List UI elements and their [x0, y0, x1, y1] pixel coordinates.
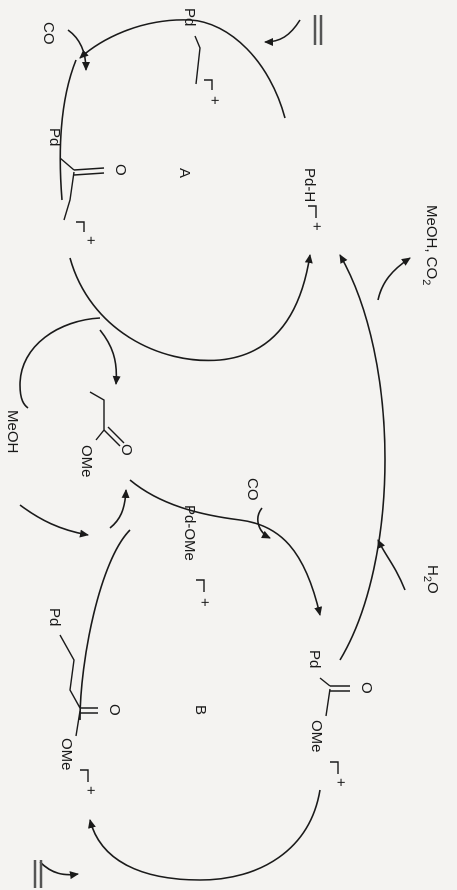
charge-sign: +: [206, 96, 223, 105]
pd-label: Pd: [181, 8, 198, 26]
oxygen-label: O: [358, 682, 375, 694]
alkyl-ester-bonds: [75, 710, 81, 737]
byproducts-label: MeOH, CO2: [420, 205, 440, 285]
charge-bracket: [330, 761, 339, 774]
alkyl-ester-bonds: [59, 634, 81, 709]
carbonyl-double-bond: [73, 167, 105, 171]
water-label: H2O: [421, 565, 441, 594]
cycle-b-arrow-right: [88, 789, 321, 881]
byproducts-out: [377, 257, 411, 301]
methoxy-label: OMe: [58, 738, 75, 771]
linker-arrow: [339, 254, 386, 661]
ester-bonds: [325, 688, 331, 717]
methyl-propanoate: O OMe: [78, 391, 135, 478]
water-in: [377, 539, 406, 591]
cycle-a: CO Pd + Pd O + A Pd-H + MeOH: [4, 8, 325, 453]
pd-methoxide-label: Pd-OMe: [181, 505, 198, 561]
cycle-a-product-out: [99, 329, 121, 385]
methanol-label: MeOH: [4, 410, 21, 453]
methoxy-label: OMe: [78, 445, 95, 478]
pd-hydride-label: Pd-H: [301, 168, 318, 202]
pd-label: Pd: [46, 608, 63, 626]
carbonyl-double-bond: [73, 172, 105, 176]
product-bonds: [89, 391, 105, 441]
acyl-bonds: [63, 171, 75, 221]
cycle-a-ethylene-in: [264, 19, 301, 46]
oxygen-label: O: [106, 704, 123, 716]
ethyl-bonds: [194, 35, 201, 85]
charge-sign: +: [196, 598, 213, 607]
carbonyl-double-bond: [103, 429, 121, 447]
co-label: CO: [244, 478, 261, 501]
cycle-b: CO Pd-OMe + Pd O OMe + B Pd O OMe +: [19, 478, 375, 888]
cycle-a-arrow-top: [79, 19, 286, 119]
charge-bracket: [204, 79, 213, 90]
cycle-b-arrow-left: [79, 529, 131, 721]
cycle-label: A: [176, 168, 193, 178]
carbonyl-double-bond: [107, 426, 125, 444]
cycle-b-co-in: [257, 507, 271, 539]
water-linker: H2O MeOH, CO2: [339, 205, 441, 661]
methoxy-label: OMe: [308, 720, 325, 753]
cycle-a-co-in: [67, 29, 90, 71]
pd-label: Pd: [46, 128, 63, 146]
charge-bracket: [308, 205, 317, 218]
cycle-b-product-out: [109, 489, 130, 529]
pd-label: Pd: [306, 650, 323, 668]
charge-bracket: [76, 221, 85, 232]
co-label: CO: [40, 22, 57, 45]
oxygen-label: O: [118, 444, 135, 456]
cycle-b-ethylene-in: [39, 861, 79, 880]
charge-sign: +: [308, 222, 325, 231]
oxygen-label: O: [112, 164, 129, 176]
charge-sign: +: [82, 236, 99, 245]
acyl-bonds: [59, 157, 75, 171]
cycle-label: B: [192, 705, 209, 715]
cycle-b-methanol-in: [19, 504, 89, 538]
charge-bracket: [80, 769, 89, 782]
charge-sign: +: [332, 778, 349, 787]
cycle-a-arrow-bottom: [69, 254, 313, 362]
charge-sign: +: [82, 786, 99, 795]
cycle-a-arrow-left: [59, 59, 77, 201]
charge-bracket: [196, 579, 205, 592]
cycle-a-methanol-arrow: [19, 317, 101, 409]
ester-bonds: [319, 677, 331, 687]
cycle-b-arrow-top: [129, 479, 323, 616]
